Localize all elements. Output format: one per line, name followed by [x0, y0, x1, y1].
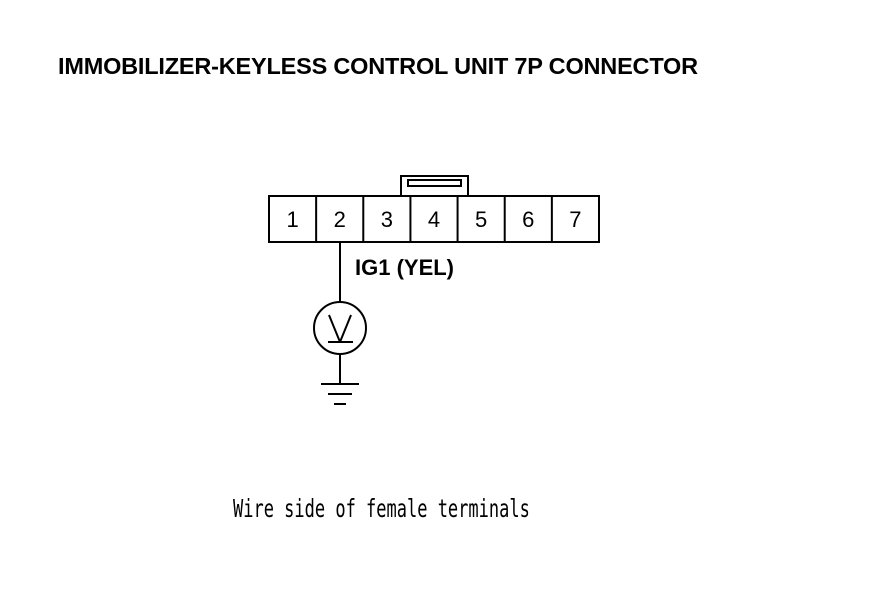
terminal-1: 1 [286, 207, 298, 232]
connector-terminals: 1 2 3 4 5 6 7 [286, 196, 582, 242]
diagram-caption: Wire side of female terminals [233, 494, 530, 523]
connector-lock-tab [400, 175, 469, 197]
terminal-5: 5 [475, 207, 487, 232]
terminal-4: 4 [428, 207, 440, 232]
terminal-3: 3 [381, 207, 393, 232]
terminal-7: 7 [569, 207, 581, 232]
terminal-6: 6 [522, 207, 534, 232]
voltmeter-icon: V [313, 301, 367, 355]
connector-body [268, 195, 600, 243]
diagram-title: IMMOBILIZER-KEYLESS CONTROL UNIT 7P CONN… [58, 53, 698, 79]
ground-icon [321, 383, 359, 405]
wire-label: IG1 (YEL) [355, 255, 455, 280]
terminal-2: 2 [334, 207, 346, 232]
